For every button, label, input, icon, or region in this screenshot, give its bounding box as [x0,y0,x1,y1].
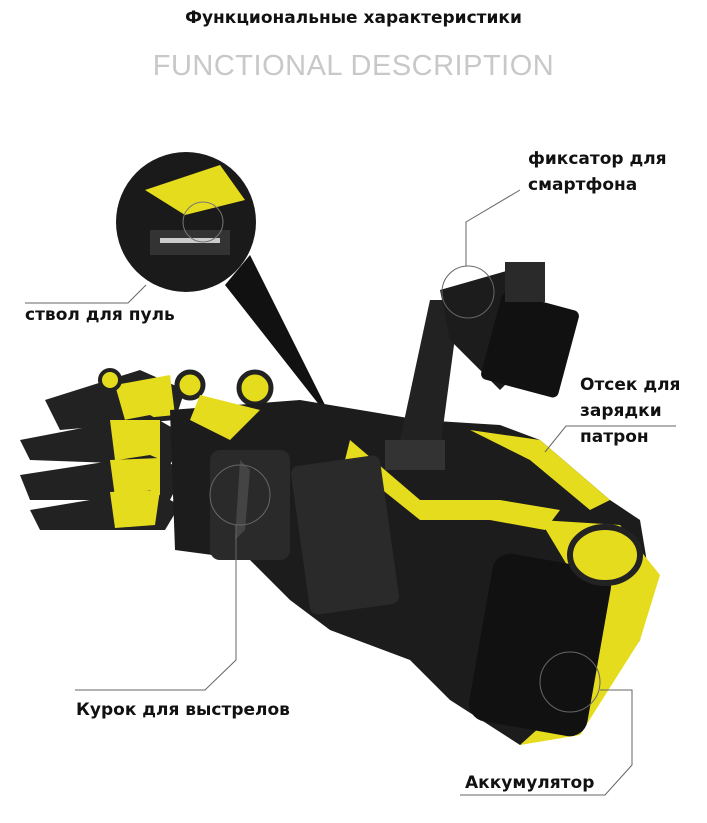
callout-line: фиксатор для [528,149,667,169]
trigger-marker [209,464,271,526]
glove-body [170,395,660,745]
callout-phone-holder: фиксатор для смартфона [528,146,667,198]
page-subtitle: FUNCTIONAL DESCRIPTION [152,50,555,82]
callout-line: Отсек для [580,375,681,395]
callout-trigger: Курок для выстрелов [76,700,290,720]
callout-line: зарядки [580,401,662,421]
callout-barrel: ствол для пуль [25,305,175,325]
magnifier-cone [225,255,335,425]
callout-battery: Аккумулятор [465,773,595,793]
callout-line: смартфона [528,175,638,195]
callout-lines [25,189,676,796]
page-title: Функциональные характеристики [185,8,522,28]
callout-line: патрон [580,427,649,447]
phone-holder-arm [385,262,579,470]
barrel-magnifier [116,152,256,292]
glove-fingers [20,368,338,530]
battery-marker [539,651,601,713]
callout-charging-bay: Отсек для зарядки патрон [580,372,680,450]
phone-holder-marker [441,265,495,319]
